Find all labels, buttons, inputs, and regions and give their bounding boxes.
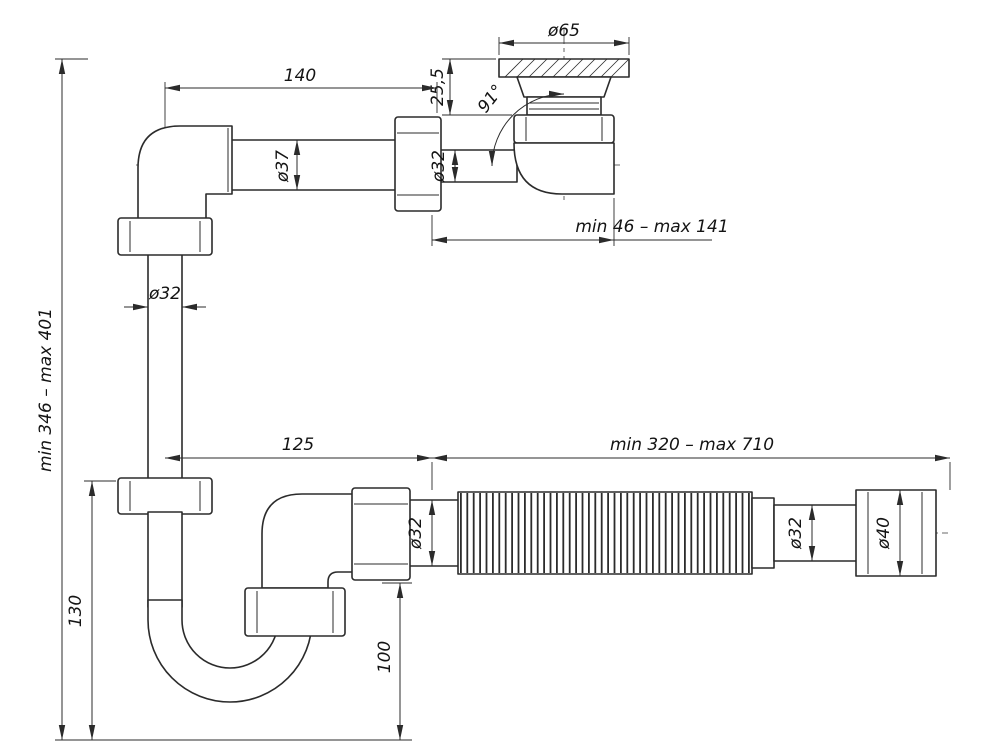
trap-outlet-elbow [244, 493, 361, 637]
dim-overall-height-range: min 346 – max 401 [36, 58, 88, 740]
wall-pipe-upper-nut [117, 217, 213, 482]
dim-label-strainer-height: 25,5 [428, 68, 448, 106]
dim-label-vertical-pipe-diameter: ø32 [148, 284, 181, 304]
dim-drain-horizontal-range: min 46 – max 141 [431, 198, 729, 246]
dim-label-trap-offset-length: 125 [282, 435, 314, 455]
dim-trap-offset-length: 125 [165, 435, 433, 490]
dim-top-pipe-length: 140 [164, 66, 438, 120]
drain-elbow [513, 142, 615, 195]
dim-vertical-pipe-diameter: ø32 [124, 284, 206, 311]
dim-label-hose-pipe-diameter: ø32 [786, 517, 806, 550]
dim-label-flex-hose-range: min 320 – max 710 [610, 435, 774, 455]
dim-label-outlet-drop: 100 [375, 641, 395, 673]
dim-strainer-diameter: ø65 [498, 21, 630, 55]
corrugated-section [457, 491, 753, 575]
dim-label-elbow-angle: 91° [474, 81, 508, 117]
dim-hose-pipe-diameter: ø32 [786, 505, 816, 561]
drain-nut [513, 114, 615, 144]
flexible-hose [351, 487, 937, 581]
dim-label-top-pipe-length: 140 [284, 66, 316, 86]
dim-hose-end-diameter: ø40 [874, 490, 904, 576]
trap-nut [244, 587, 346, 637]
dim-label-drain-horizontal-range: min 46 – max 141 [575, 217, 728, 237]
dim-flex-hose-range: min 320 – max 710 [432, 435, 951, 490]
dim-top-outlet-diameter: ø32 [429, 150, 459, 183]
top-horizontal-pipe [227, 139, 518, 191]
dim-label-hose-inlet-diameter: ø32 [406, 517, 426, 550]
dim-label-trap-depth: 130 [66, 595, 86, 627]
top-union-nut [394, 116, 442, 212]
hose-outlet-pipe [773, 504, 859, 562]
dim-label-top-pipe-diameter: ø37 [273, 150, 293, 183]
dim-label-overall-height-range: min 346 – max 401 [36, 308, 56, 472]
dim-top-pipe-diameter: ø37 [273, 140, 301, 190]
dim-hose-inlet-diameter: ø32 [406, 500, 436, 566]
dim-label-top-outlet-diameter: ø32 [429, 150, 449, 183]
dim-label-strainer-diameter: ø65 [547, 21, 580, 41]
wall-pipe-lower-nut [117, 477, 213, 608]
hose-collar [751, 497, 775, 569]
dim-label-hose-end-diameter: ø40 [874, 517, 894, 550]
sink-strainer [498, 58, 630, 116]
left-elbow [137, 125, 233, 227]
dim-outlet-drop: 100 [375, 582, 412, 740]
dim-trap-depth: 130 [55, 480, 412, 741]
hose-end-cuff [855, 489, 937, 577]
hose-union-nut [351, 487, 411, 581]
